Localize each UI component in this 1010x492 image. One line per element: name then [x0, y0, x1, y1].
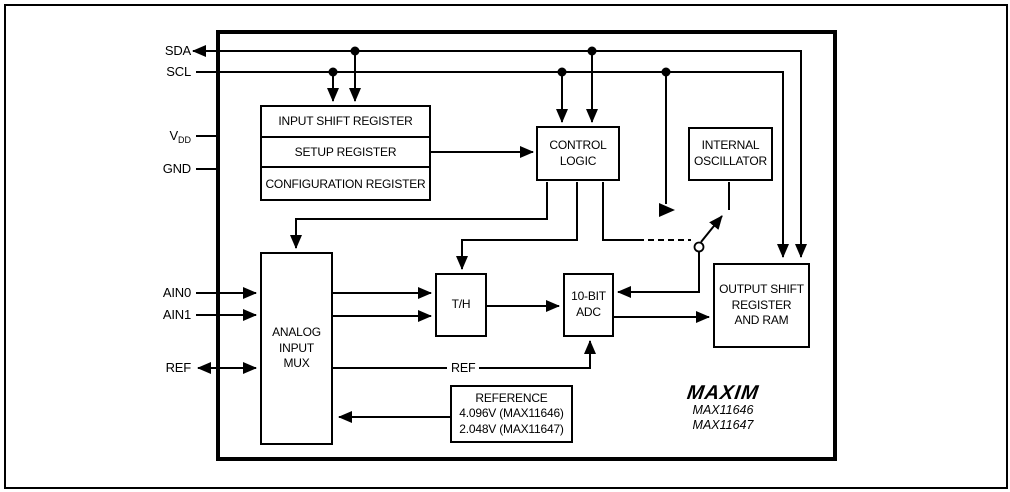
- part-number-1: MAX11646: [692, 403, 754, 417]
- pin-ain0-text: AIN0: [162, 285, 191, 300]
- pin-vdd-text: V: [169, 128, 179, 143]
- internal-oscillator-block: INTERNAL OSCILLATOR: [688, 127, 773, 181]
- input-shift-register-block: INPUT SHIFT REGISTER: [262, 107, 429, 138]
- analog-input-mux-label: ANALOG INPUT MUX: [272, 325, 321, 371]
- branding: MAXIM MAX11646 MAX11647: [660, 382, 786, 433]
- page-border: [4, 4, 1008, 489]
- adc-label: 10-BIT ADC: [571, 289, 606, 319]
- track-hold-block: T/H: [435, 273, 487, 337]
- adc-block: 10-BIT ADC: [563, 273, 614, 337]
- setup-register-block: SETUP REGISTER: [262, 138, 429, 169]
- configuration-register-block: CONFIGURATION REGISTER: [262, 168, 429, 199]
- setup-register-label: SETUP REGISTER: [294, 144, 397, 159]
- pin-label-ain1: AIN1: [139, 307, 191, 323]
- pin-label-ref: REF: [139, 360, 192, 376]
- part-number-2: MAX11647: [692, 418, 754, 432]
- output-shift-register-block: OUTPUT SHIFT REGISTER AND RAM: [713, 263, 810, 348]
- pin-scl-text: SCL: [166, 64, 191, 79]
- track-hold-label: T/H: [451, 297, 471, 312]
- output-shift-register-label: OUTPUT SHIFT REGISTER AND RAM: [719, 282, 804, 328]
- control-logic-block: CONTROL LOGIC: [536, 126, 620, 181]
- pin-label-scl: SCL: [139, 64, 191, 80]
- pin-ref-text: REF: [165, 360, 192, 375]
- control-logic-label: CONTROL LOGIC: [549, 137, 607, 168]
- input-shift-register-label: INPUT SHIFT REGISTER: [278, 114, 413, 129]
- analog-input-mux-block: ANALOG INPUT MUX: [260, 252, 333, 445]
- net-label-ref: REF: [447, 361, 480, 376]
- pin-label-sda: SDA: [139, 43, 191, 59]
- configuration-register-label: CONFIGURATION REGISTER: [265, 176, 426, 191]
- pin-label-vdd: VDD: [139, 128, 191, 148]
- maxim-logo: MAXIM: [685, 382, 761, 404]
- pin-gnd-text: GND: [162, 161, 191, 176]
- reference-block: REFERENCE 4.096V (MAX11646) 2.048V (MAX1…: [450, 385, 573, 443]
- pin-vdd-subscript: DD: [178, 135, 191, 145]
- pin-label-ain0: AIN0: [139, 285, 191, 301]
- register-stack-block: INPUT SHIFT REGISTER SETUP REGISTER CONF…: [260, 105, 431, 201]
- pin-label-gnd: GND: [139, 161, 191, 177]
- pin-ain1-text: AIN1: [162, 307, 191, 322]
- internal-oscillator-label: INTERNAL OSCILLATOR: [694, 138, 767, 168]
- pin-sda-text: SDA: [164, 43, 191, 58]
- reference-label: REFERENCE 4.096V (MAX11646) 2.048V (MAX1…: [459, 390, 564, 436]
